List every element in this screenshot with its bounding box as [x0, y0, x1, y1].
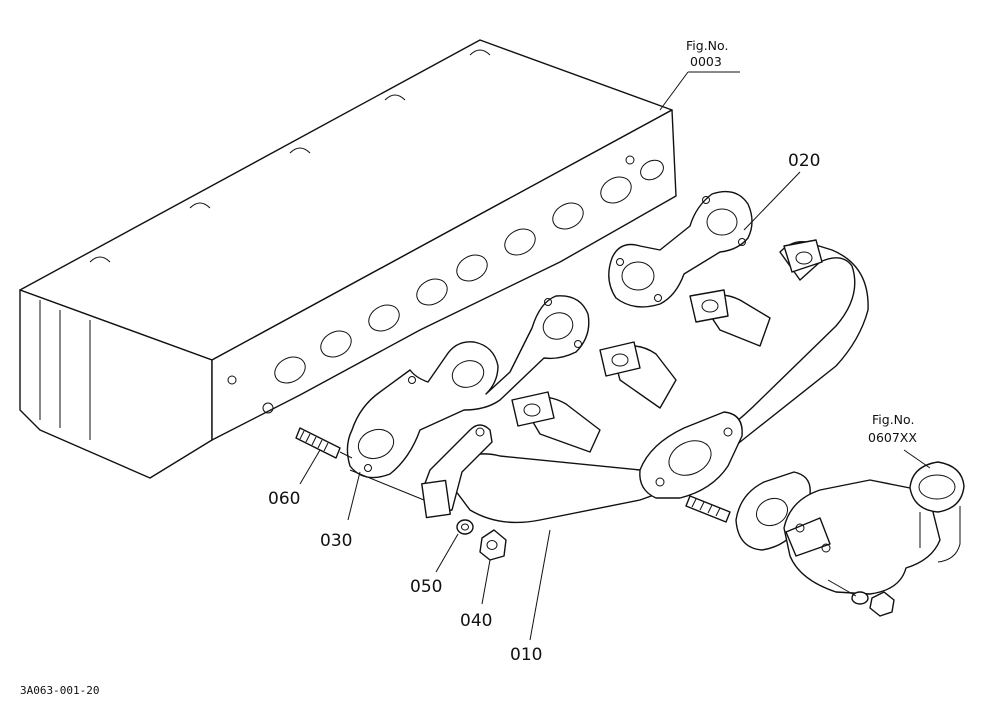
- part-label-020: 020: [788, 151, 820, 171]
- fig-ref-head-number: 0003: [690, 54, 722, 69]
- part-label-060: 060: [268, 489, 300, 509]
- washer-050: [456, 519, 474, 535]
- fig-ref-head-title: Fig.No.: [686, 38, 728, 53]
- nut-040: [479, 529, 507, 561]
- cylinder-head: [19, 39, 677, 479]
- stud-060: [295, 427, 353, 459]
- exhaust-elbow: [685, 461, 965, 617]
- part-label-030: 030: [320, 531, 352, 551]
- drawing-code: 3A063-001-20: [20, 684, 99, 697]
- part-label-040: 040: [460, 611, 492, 631]
- part-label-010: 010: [510, 645, 542, 665]
- gasket-030: [346, 295, 590, 479]
- fig-ref-elbow-title: Fig.No.: [872, 412, 914, 427]
- fig-ref-elbow-number: 0607XX: [868, 430, 917, 445]
- head-exhaust-ports: [227, 155, 664, 414]
- gasket-020: [608, 190, 753, 308]
- exhaust-manifold-010: [421, 239, 869, 524]
- part-label-050: 050: [410, 577, 442, 597]
